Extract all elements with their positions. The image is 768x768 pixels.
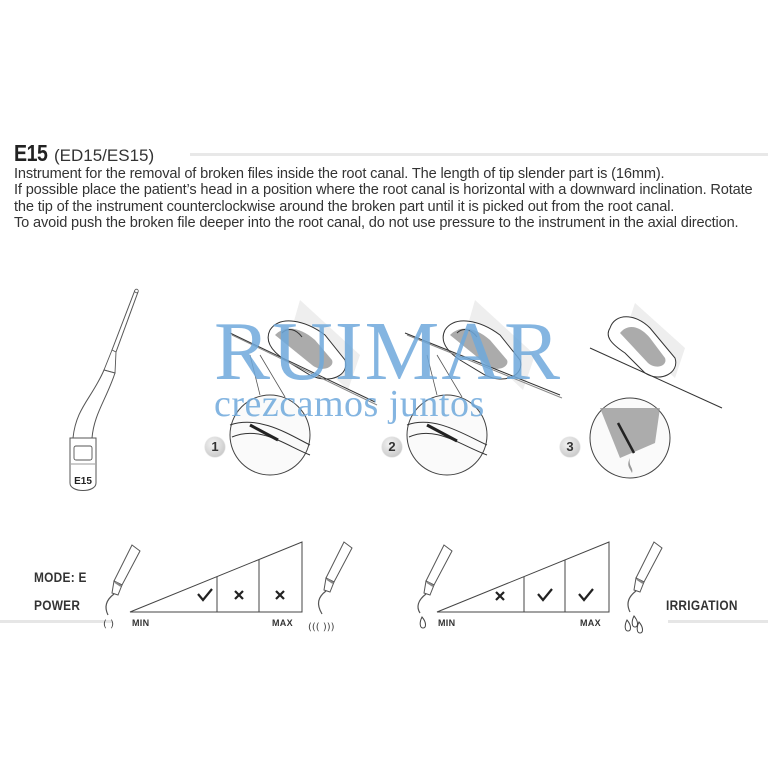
step-2-illustration bbox=[404, 300, 563, 476]
instrument-tip-illustration: E15 bbox=[69, 288, 139, 491]
power-divider bbox=[0, 620, 112, 623]
instructions-text: Instrument for the removal of broken fil… bbox=[14, 166, 764, 232]
instrument-title: E15 (ED15/ES15) bbox=[14, 140, 154, 167]
check-icon bbox=[537, 588, 553, 602]
irrigation-min-label: MIN bbox=[438, 618, 456, 628]
cross-icon bbox=[495, 591, 505, 601]
instrument-variants: (ED15/ES15) bbox=[54, 146, 155, 165]
handpiece-high-vibration-icon: ((( ))) bbox=[308, 541, 353, 633]
irrigation-max-label: MAX bbox=[580, 618, 601, 628]
handpiece-high-irrigation-icon bbox=[624, 541, 663, 634]
check-icon bbox=[578, 588, 594, 602]
irrigation-level-chart bbox=[436, 541, 610, 613]
mode-label: MODE: E bbox=[34, 570, 87, 585]
power-min-label: MIN bbox=[132, 618, 150, 628]
power-max-label: MAX bbox=[272, 618, 293, 628]
handpiece-low-irrigation-icon bbox=[417, 544, 453, 629]
step-badge-3: 3 bbox=[560, 437, 580, 457]
step-badge-1: 1 bbox=[205, 437, 225, 457]
title-divider bbox=[190, 153, 768, 156]
step-badge-2: 2 bbox=[382, 437, 402, 457]
power-level-chart bbox=[129, 541, 303, 613]
instrument-label: E15 bbox=[74, 476, 92, 487]
instruction-paragraph: Instrument for the removal of broken fil… bbox=[14, 166, 665, 182]
svg-text:( ): ( ) bbox=[103, 619, 114, 630]
irrigation-label: IRRIGATION bbox=[666, 598, 738, 613]
cross-icon bbox=[234, 590, 244, 600]
watermark-brand: RUIMAR bbox=[214, 305, 563, 398]
irrigation-divider bbox=[668, 620, 768, 623]
watermark-slogan: crezcamos juntos bbox=[214, 383, 485, 425]
check-icon bbox=[197, 588, 213, 602]
svg-text:((( ))): ((( ))) bbox=[308, 622, 335, 633]
cross-icon bbox=[275, 590, 285, 600]
step-1-illustration bbox=[229, 300, 378, 476]
instruction-paragraph: If possible place the patient’s head in … bbox=[14, 182, 753, 215]
step-3-illustration bbox=[589, 303, 723, 479]
instrument-code: E15 bbox=[14, 140, 48, 166]
handpiece-low-vibration-icon: ( ) bbox=[103, 544, 141, 630]
instruction-paragraph: To avoid push the broken file deeper int… bbox=[14, 215, 739, 232]
power-label: POWER bbox=[34, 598, 81, 613]
